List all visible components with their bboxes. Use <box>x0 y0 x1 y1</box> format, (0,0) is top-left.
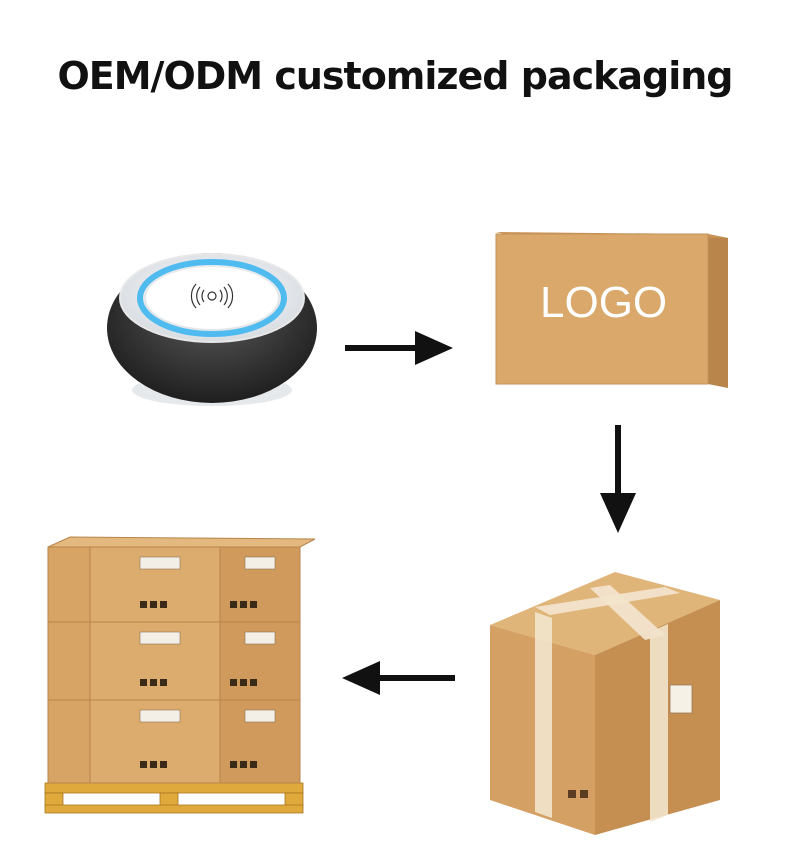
pallet-base <box>44 782 304 814</box>
carton-label-icon <box>139 556 276 723</box>
handling-symbols-icon <box>140 601 257 768</box>
logo-box-image <box>495 232 728 388</box>
page-title: OEM/ODM customized packaging <box>57 54 733 98</box>
shipping-label-icon <box>669 684 693 714</box>
wireless-charging-icon <box>190 283 234 309</box>
wireless-charger-image <box>107 253 317 406</box>
arrow-down-icon <box>600 425 636 533</box>
pallet-of-cartons-image <box>44 536 315 814</box>
shipping-carton-image <box>490 572 720 835</box>
logo-label: LOGO <box>540 278 668 327</box>
handling-symbols-icon <box>568 790 588 798</box>
arrow-right-icon <box>345 331 453 365</box>
arrow-left-icon <box>342 661 455 695</box>
